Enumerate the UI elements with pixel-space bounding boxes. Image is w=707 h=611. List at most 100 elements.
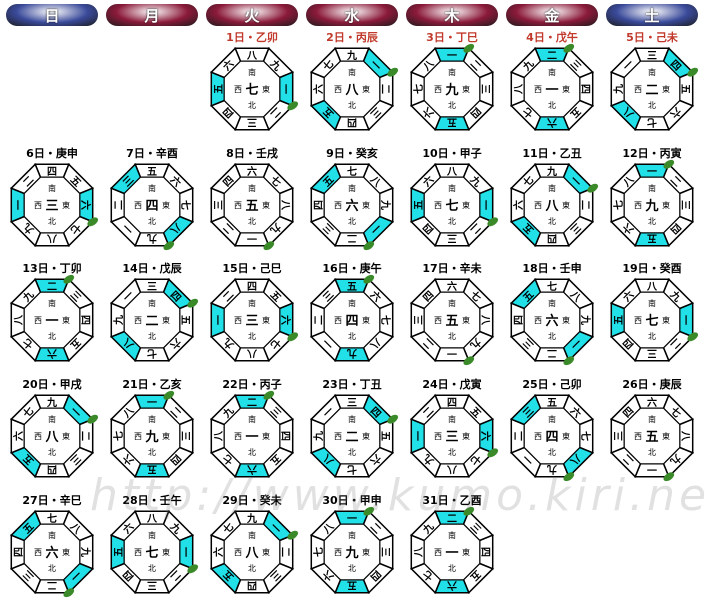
sector-number: 五 — [147, 463, 157, 475]
weekday-pill — [6, 4, 98, 26]
leaf-icon — [187, 564, 198, 574]
sector-number: 三 — [247, 116, 257, 128]
direction-label: 西 — [234, 316, 242, 325]
direction-label: 東 — [362, 315, 370, 325]
day-label: 22日・丙子 — [222, 378, 282, 391]
direction-label: 東 — [662, 431, 670, 441]
day-label: 3日・丁巳 — [426, 31, 478, 44]
leaf-icon — [87, 217, 98, 227]
direction-label: 北 — [248, 217, 256, 226]
direction-label: 北 — [348, 101, 356, 110]
center-number: 九 — [344, 546, 358, 561]
direction-label: 東 — [262, 431, 270, 441]
direction-label: 西 — [434, 201, 442, 210]
direction-label: 北 — [148, 332, 156, 341]
direction-label: 西 — [234, 85, 242, 94]
day-label: 8日・壬戌 — [226, 147, 278, 160]
sector-number: 四 — [447, 397, 457, 409]
day-cell: 10日・甲子八九一二三四五六南東北西七 — [403, 145, 501, 263]
sector-number: 二 — [547, 50, 557, 62]
leaf-icon — [187, 298, 198, 308]
sector-number: 二 — [347, 232, 357, 244]
sector-number: 五 — [147, 166, 157, 178]
sector-number: 四 — [479, 547, 491, 557]
center-number: 七 — [145, 546, 158, 561]
direction-label: 西 — [334, 316, 342, 325]
sector-number: 五 — [347, 579, 357, 591]
sector-number: 四 — [247, 281, 257, 293]
leaf-icon — [263, 241, 275, 251]
weekday-0: 日 — [6, 4, 98, 26]
sector-number: 七 — [647, 116, 657, 129]
day-cell: 25日・己卯五六七八九一二三南東北西四 — [503, 376, 601, 494]
sector-number: 一 — [179, 547, 190, 557]
direction-label: 東 — [262, 315, 270, 325]
leaf-icon — [463, 43, 475, 53]
sector-number: 二 — [313, 315, 325, 325]
inner-octagon — [223, 407, 281, 465]
direction-label: 南 — [548, 67, 556, 77]
weekday-pill — [606, 4, 698, 26]
day-cell: 18日・壬申七八九一二三四五南東北西六 — [503, 260, 601, 378]
day-label: 18日・壬申 — [522, 262, 582, 275]
sector-number: 一 — [479, 200, 490, 210]
direction-label: 西 — [334, 432, 342, 441]
direction-label: 南 — [648, 183, 656, 193]
kyusei-chart: 七八九一二三四五南東北西六 — [309, 162, 395, 251]
direction-label: 西 — [234, 548, 242, 557]
direction-label: 東 — [562, 431, 570, 441]
leaf-icon — [287, 332, 298, 342]
weekday-label: 土 — [644, 6, 660, 25]
direction-label: 西 — [234, 432, 242, 441]
direction-label: 東 — [262, 200, 270, 210]
kyusei-chart: 一二三四五六七八南東北西九 — [409, 43, 495, 132]
direction-label: 南 — [448, 183, 456, 193]
center-number: 八 — [244, 546, 259, 561]
direction-label: 南 — [448, 414, 456, 424]
sector-number: 四 — [347, 116, 357, 128]
direction-label: 西 — [234, 201, 242, 210]
direction-label: 南 — [548, 414, 556, 424]
direction-label: 北 — [248, 332, 256, 341]
sector-number: 六 — [212, 547, 225, 557]
kyusei-chart: 一二三四五六七八南東北西九 — [309, 506, 395, 595]
direction-label: 南 — [348, 530, 356, 540]
inner-octagon — [523, 291, 581, 349]
direction-label: 南 — [448, 298, 456, 308]
sector-number: 一 — [447, 51, 457, 62]
sector-number: 三 — [213, 200, 225, 210]
day-cell: 1日・乙卯八九一二三四五六南東北西七 — [203, 29, 301, 147]
sector-number: 四 — [79, 315, 91, 325]
sector-number: 九 — [379, 199, 392, 210]
leaf-icon — [463, 356, 475, 366]
day-cell: 2日・丙辰九一二三四五六七南東北西八 — [303, 29, 401, 147]
sector-number: 一 — [647, 463, 657, 474]
sector-number: 八 — [279, 199, 291, 211]
kyusei-chart: 八九一二三四五六南東北西七 — [409, 162, 498, 248]
sector-number: 二 — [547, 347, 557, 359]
direction-label: 北 — [48, 448, 56, 457]
inner-octagon — [623, 291, 681, 349]
sector-number: 五 — [347, 281, 357, 293]
sector-number: 九 — [347, 347, 358, 360]
sector-number: 八 — [46, 232, 58, 244]
sector-number: 三 — [479, 84, 491, 94]
leaf-icon — [563, 43, 575, 53]
day-cell: 29日・癸未九一二三四五六七南東北西八 — [203, 492, 301, 610]
kyusei-chart: 九一二三四五六七南東北西八 — [9, 393, 98, 479]
sector-number: 六 — [12, 431, 25, 441]
direction-label: 東 — [462, 315, 470, 325]
center-number: 五 — [645, 430, 658, 445]
kyusei-chart: 四五六七八九一二南東北西三 — [9, 162, 98, 248]
sector-number: 六 — [312, 84, 325, 94]
leaf-icon — [387, 67, 398, 77]
sector-number: 九 — [612, 84, 625, 95]
leaf-icon — [63, 274, 75, 284]
weekday-pill — [106, 4, 198, 26]
direction-label: 南 — [448, 530, 456, 540]
center-number: 一 — [45, 314, 58, 329]
sector-number: 八 — [413, 546, 425, 558]
day-label: 15日・己巳 — [222, 262, 282, 275]
direction-label: 南 — [248, 298, 256, 308]
day-label: 13日・丁卯 — [22, 262, 82, 275]
